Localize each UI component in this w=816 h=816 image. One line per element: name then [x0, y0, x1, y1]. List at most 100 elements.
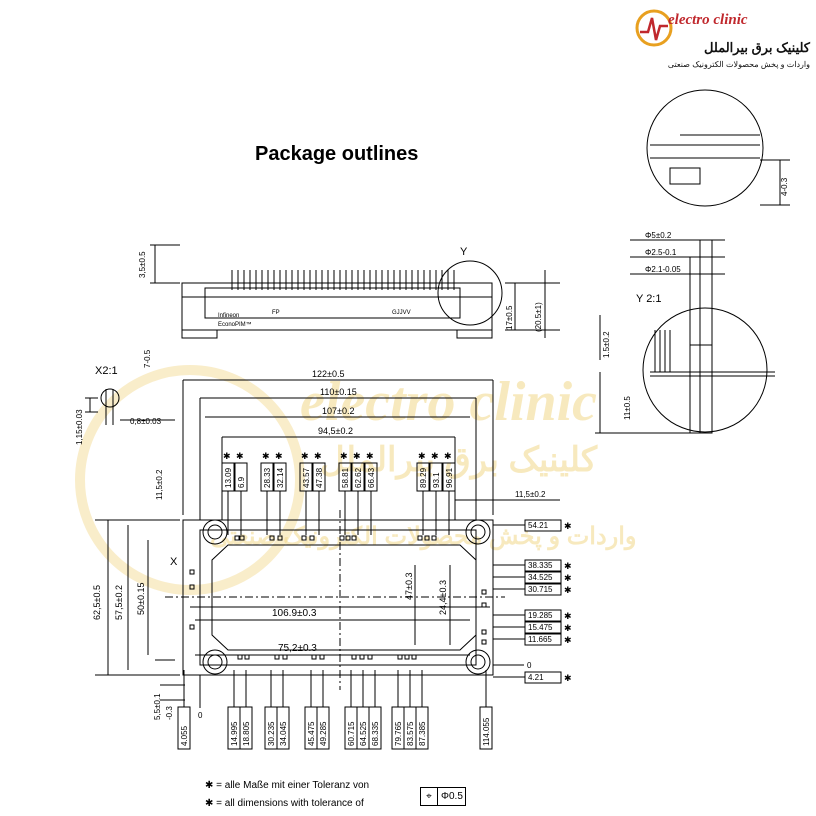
- pin: [397, 654, 403, 660]
- tag-value: 89.29: [419, 467, 428, 488]
- tag-value: 30.715: [528, 585, 553, 594]
- pin: [481, 589, 487, 595]
- tolerance-star-icon: ✱: [236, 451, 244, 461]
- tag-value: 6.9: [237, 476, 246, 488]
- dim-11: 11±0.5: [623, 396, 632, 420]
- dim-7: 7-0.5: [143, 349, 152, 368]
- tag-value: 14.995: [230, 721, 239, 746]
- tolerance-star-icon: ✱: [564, 561, 572, 571]
- tag-value: 32.14: [276, 467, 285, 488]
- dim-0-3: -0.3: [165, 706, 174, 720]
- note-german: ✱ = alle Maße mit einer Toleranz von: [205, 780, 370, 791]
- label-x: X: [170, 556, 178, 568]
- tag-value: 43.57: [302, 467, 311, 488]
- dim-11-5-h: 11,5±0.2: [515, 490, 546, 499]
- dim-106-9: 106.9±0.3: [272, 608, 317, 619]
- tolerance-star-icon: ✱: [301, 451, 309, 461]
- tag-value: 0: [527, 661, 532, 670]
- tag-value: 62.62: [354, 467, 363, 488]
- logo-persian-subtitle: واردات و پخش محصولات الکترونیک صنعتی: [667, 60, 810, 69]
- tag-value: 83.575: [406, 721, 415, 746]
- tolerance-star-icon: ✱: [564, 673, 572, 683]
- dim-20-5: (20.5±1): [534, 302, 543, 332]
- logo-persian-title: کلینیک برق بیرالملل: [704, 40, 810, 55]
- logo-brand: electro clinic: [668, 12, 748, 28]
- pin: [367, 654, 373, 660]
- part-brand: Infineon: [218, 313, 239, 319]
- pin: [339, 535, 345, 541]
- detail-x-title: X2:1: [95, 365, 118, 377]
- dim-62-5: 62,5±0.5: [92, 585, 102, 620]
- pin: [359, 654, 365, 660]
- pin: [237, 654, 243, 660]
- pin: [424, 535, 430, 541]
- tag-value: 58.81: [341, 467, 350, 488]
- logo-mark-icon: [635, 9, 673, 47]
- tolerance-star-icon: ✱: [564, 611, 572, 621]
- detail-circle-y: [437, 260, 503, 326]
- pin: [351, 535, 357, 541]
- tag-value: 13.09: [224, 467, 233, 488]
- pin: [269, 535, 275, 541]
- pin: [345, 535, 351, 541]
- detail-x: [85, 388, 175, 425]
- tag-value: 96.91: [445, 467, 454, 488]
- tolerance-star-icon: ✱: [564, 585, 572, 595]
- tag-value: 18.805: [242, 721, 251, 746]
- part-code: GJJVV: [392, 310, 411, 316]
- tag-value: 47.38: [315, 467, 324, 488]
- dim-17: 17±0.5: [505, 305, 514, 330]
- tolerance-star-icon: ✱: [564, 573, 572, 583]
- tolerance-frame: ⌖ Φ0.5: [420, 787, 466, 806]
- tag-value: 114.055: [482, 717, 491, 746]
- dim-107: 107±0.2: [322, 406, 354, 416]
- dim-1-15: 1,15±0.03: [75, 409, 84, 445]
- detail-top-right: [646, 89, 790, 207]
- pin: [481, 602, 487, 608]
- tolerance-star-icon: ✱: [564, 521, 572, 531]
- tag-value: 4.21: [528, 673, 544, 682]
- dim-0-8: 0,8±0.03: [130, 417, 162, 426]
- tolerance-star-icon: ✱: [418, 451, 426, 461]
- dim-phi2-1: Φ2.1-0.05: [645, 265, 681, 274]
- pin: [404, 654, 410, 660]
- pin: [417, 535, 423, 541]
- dim-75-2: 75,2±0.3: [278, 643, 317, 654]
- pin: [189, 569, 195, 575]
- tag-value: 38.335: [528, 561, 553, 570]
- dim-phi2-5: Φ2.5-0.1: [645, 248, 677, 257]
- dim-94-5: 94,5±0.2: [318, 426, 353, 436]
- tolerance-star-icon: ✱: [353, 451, 361, 461]
- tag-value: 93.1: [432, 472, 441, 488]
- part-fp: FP: [272, 310, 280, 316]
- tag-value: 34.525: [528, 573, 553, 582]
- dim-5-5: 5,5±0.1: [153, 693, 162, 720]
- pin: [274, 654, 280, 660]
- pin: [239, 535, 245, 541]
- tag-value: 68.335: [371, 721, 380, 746]
- tag-value: 54.21: [528, 521, 549, 530]
- dim-1-5: 1.5±0.2: [602, 331, 611, 358]
- part-family: EconoPIM™: [218, 321, 252, 328]
- pin: [311, 654, 317, 660]
- tolerance-star-icon: ✱: [366, 451, 374, 461]
- dim-122: 122±0.5: [312, 369, 344, 379]
- pin: [431, 535, 437, 541]
- dim-3-5: 3,5±0.5: [138, 251, 147, 278]
- note-english: ✱ = all dimensions with tolerance of: [205, 798, 364, 809]
- tolerance-star-icon: ✱: [340, 451, 348, 461]
- tag-value: 60.715: [347, 721, 356, 746]
- pin: [244, 654, 250, 660]
- tag-value: 11.665: [528, 635, 552, 644]
- pin: [189, 584, 195, 590]
- pin: [351, 654, 357, 660]
- tag-value: 34.045: [279, 721, 288, 746]
- pin: [309, 535, 315, 541]
- tag-value: 49.285: [319, 721, 328, 746]
- page-title: Package outlines: [255, 143, 419, 165]
- tag-value: 28.33: [263, 467, 272, 488]
- tag-value: 30.235: [267, 721, 276, 746]
- tolerance-star-icon: ✱: [275, 451, 283, 461]
- tolerance-star-icon: ✱: [444, 451, 452, 461]
